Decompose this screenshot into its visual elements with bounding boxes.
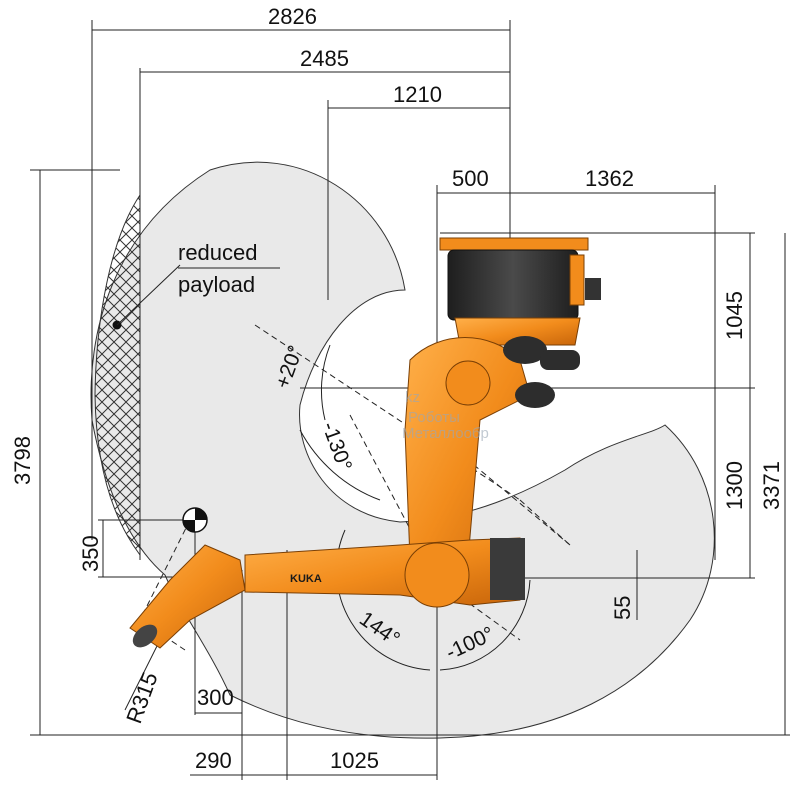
dim-1300: 1300	[722, 461, 747, 510]
robot-wrist	[129, 544, 246, 649]
robot-base	[439, 237, 601, 346]
angle-minus130: -130°	[317, 419, 356, 474]
dim-2485: 2485	[300, 46, 349, 71]
dim-2826: 2826	[268, 4, 317, 29]
dim-55: 55	[610, 596, 635, 620]
workspace-envelope	[90, 161, 715, 739]
dim-1025: 1025	[330, 748, 379, 773]
watermark-line-3: Металлообр	[402, 425, 489, 442]
note-line-2: payload	[178, 272, 255, 297]
watermark: kz Роботы Металлообр	[402, 389, 489, 442]
dimension-labels: 2826 2485 1210 500 1362 3798 1045 1300 3…	[10, 4, 784, 773]
dim-300: 300	[197, 685, 234, 710]
note-line-1: reduced	[178, 240, 258, 265]
reduced-payload-note: reduced payload	[178, 240, 258, 297]
dim-1362: 1362	[585, 166, 634, 191]
arm-logo: KUKA	[290, 573, 322, 585]
dimension-lines	[39, 29, 786, 776]
watermark-line-2: Роботы	[408, 409, 460, 426]
dim-1210: 1210	[393, 82, 442, 107]
reduced-payload-zone	[94, 193, 141, 557]
robot-arm: KUKA	[129, 237, 601, 649]
tcp-marker-icon	[182, 507, 208, 533]
watermark-line-1: kz	[405, 389, 420, 406]
dim-3798: 3798	[10, 436, 35, 485]
robot-forearm: KUKA	[244, 537, 525, 608]
dim-500: 500	[452, 166, 489, 191]
dim-1045: 1045	[722, 291, 747, 340]
annotation-leader	[116, 264, 181, 326]
dim-350: 350	[78, 535, 103, 572]
dim-290: 290	[195, 748, 232, 773]
robot-lower-arm	[404, 336, 580, 581]
dim-r315: R315	[121, 669, 162, 727]
dim-3371: 3371	[759, 461, 784, 510]
